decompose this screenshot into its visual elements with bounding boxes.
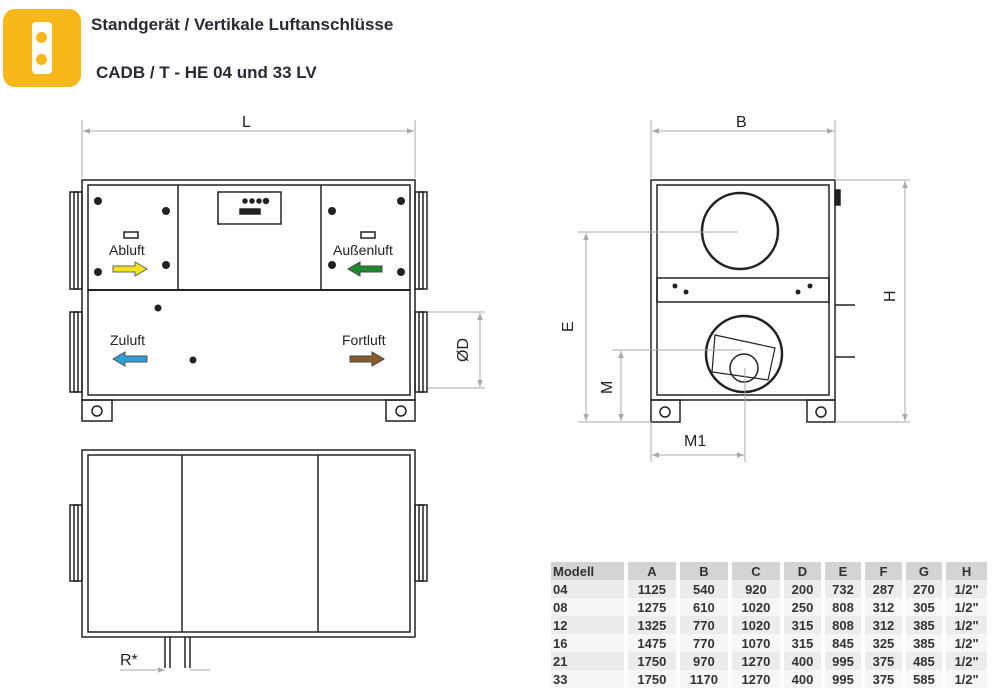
abluft-arrow-icon [112,261,148,277]
fortluft-arrow-icon [349,351,385,367]
table-cell: 1020 [731,616,781,634]
dimension-l-label: L [242,114,251,131]
table-cell: 485 [905,652,943,670]
table-cell: 21 [551,652,624,670]
col-header: D [784,562,821,580]
table-cell: 1020 [731,598,781,616]
table-cell: 1750 [627,652,677,670]
bottom-view [69,449,428,673]
table-cell: 808 [824,598,862,616]
table-cell: 1170 [680,670,728,688]
table-cell: 585 [905,670,943,688]
table-cell: 33 [551,670,624,688]
standing-unit-icon [3,9,81,87]
table-cell: 1070 [731,634,781,652]
table-cell: 08 [551,598,624,616]
table-cell: 16 [551,634,624,652]
table-cell: 1/2" [946,652,987,670]
label-abluft: Abluft [109,242,145,258]
dimension-m1-label: M1 [684,433,706,450]
col-header: Modell [551,562,624,580]
table-cell: 1125 [627,580,677,598]
table-cell: 1275 [627,598,677,616]
table-cell: 1270 [731,652,781,670]
table-cell: 270 [905,580,943,598]
front-view [69,120,485,422]
table-cell: 250 [784,598,821,616]
table-cell: 1270 [731,670,781,688]
col-header: C [731,562,781,580]
dimension-m-label: M [599,381,616,394]
table-cell: 995 [824,652,862,670]
table-cell: 385 [905,634,943,652]
table-cell: 12 [551,616,624,634]
table-cell: 1750 [627,670,677,688]
table-cell: 808 [824,616,862,634]
table-cell: 770 [680,634,728,652]
col-header: H [946,562,987,580]
zuluft-arrow-icon [112,351,148,367]
table-cell: 325 [865,634,902,652]
label-zuluft: Zuluft [110,332,145,348]
table-cell: 400 [784,670,821,688]
table-cell: 920 [731,580,781,598]
table-cell: 385 [905,616,943,634]
side-view [578,120,910,462]
col-header: G [905,562,943,580]
table-cell: 315 [784,634,821,652]
table-cell: 315 [784,616,821,634]
col-header: A [627,562,677,580]
page-title: Standgerät / Vertikale Luftanschlüsse [91,15,394,34]
table-cell: 305 [905,598,943,616]
table-cell: 995 [824,670,862,688]
label-aussenluft: Außenluft [333,242,393,258]
table-cell: 732 [824,580,862,598]
col-header: E [824,562,862,580]
table-cell: 312 [865,598,902,616]
table-cell: 1/2" [946,616,987,634]
table-cell: 970 [680,652,728,670]
table-cell: 312 [865,616,902,634]
table-header-row: Modell A B C D E F G H [551,562,987,580]
dimension-b-label: B [736,114,747,131]
dimension-r-label: R* [120,652,138,669]
table-cell: 845 [824,634,862,652]
table-cell: 770 [680,616,728,634]
table-cell: 375 [865,652,902,670]
dimension-h-label: H [882,290,899,302]
col-header: B [680,562,728,580]
model-subtitle: CADB / T - HE 04 und 33 LV [96,63,317,82]
dimension-e-label: E [560,321,577,332]
table-cell: 1/2" [946,580,987,598]
dimension-d-label: ØD [455,338,472,362]
table-cell: 200 [784,580,821,598]
table-cell: 1/2" [946,670,987,688]
table-cell: 400 [784,652,821,670]
table-cell: 1475 [627,634,677,652]
table-cell: 1/2" [946,598,987,616]
table-cell: 610 [680,598,728,616]
col-header: F [865,562,902,580]
label-fortluft: Fortluft [342,332,386,348]
table-cell: 375 [865,670,902,688]
table-cell: 1325 [627,616,677,634]
table-cell: 287 [865,580,902,598]
table-cell: 1/2" [946,634,987,652]
aussenluft-arrow-icon [347,261,383,277]
table-cell: 540 [680,580,728,598]
table-cell: 04 [551,580,624,598]
